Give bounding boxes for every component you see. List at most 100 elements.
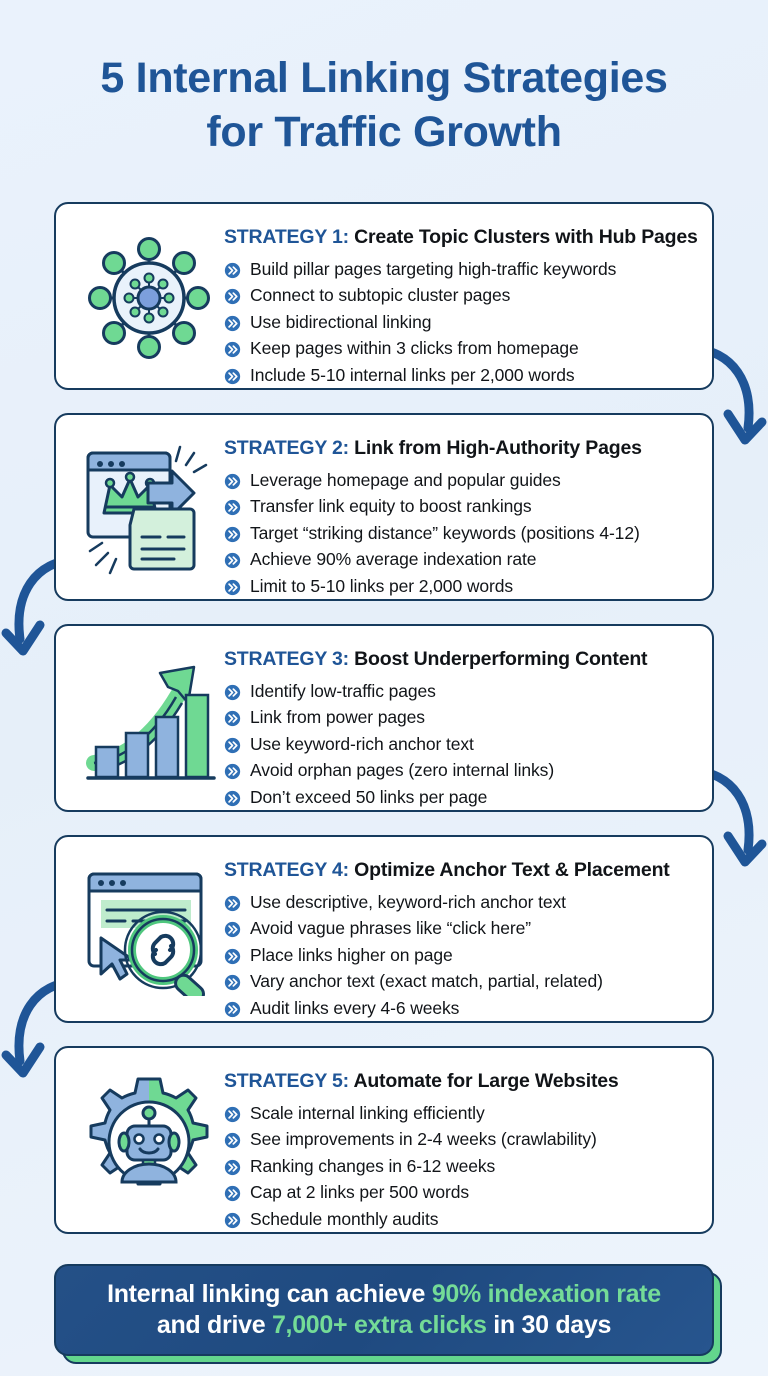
strategy-card-2-tag: STRATEGY 2:	[224, 437, 349, 459]
double-chevron-right-icon	[224, 948, 241, 965]
list-item-text: Include 5-10 internal links per 2,000 wo…	[250, 364, 575, 385]
summary-banner-highlight-2: 7,000+ extra clicks	[271, 1311, 487, 1339]
strategy-card-2-body: STRATEGY 2: Link from High-Authority Pag…	[224, 429, 696, 601]
strategy-card-5-body: STRATEGY 5: Automate for Large Websites …	[224, 1062, 696, 1234]
list-item-text: Use descriptive, keyword-rich anchor tex…	[250, 892, 566, 912]
list-item: Build pillar pages targeting high-traffi…	[224, 258, 698, 281]
strategy-card-2-title: Link from High-Authority Pages	[354, 437, 642, 459]
list-item-text: See improvements in 2-4 weeks (crawlabil…	[250, 1129, 597, 1150]
strategy-card-2[interactable]: STRATEGY 2: Link from High-Authority Pag…	[54, 413, 714, 601]
double-chevron-right-icon	[224, 526, 241, 543]
strategy-card-1-tag: STRATEGY 1:	[224, 226, 349, 248]
summary-banner-line-1-text: Internal linking can achieve	[107, 1279, 432, 1308]
list-item: Leverage homepage and popular guides	[224, 469, 696, 492]
double-chevron-right-icon	[224, 289, 241, 305]
double-chevron-right-icon	[224, 711, 241, 727]
list-item: Connect to subtopic cluster pages	[224, 284, 698, 307]
list-item: Avoid vague phrases like “click here”	[224, 917, 696, 940]
list-item-text: Place links higher on page	[250, 944, 453, 965]
list-item-text: Achieve 90% average indexation rate	[250, 549, 537, 570]
double-chevron-right-icon	[224, 342, 241, 358]
growth-bar-chart-icon	[74, 640, 224, 800]
list-item: Limit to 5-10 links per 2,000 words	[224, 575, 696, 598]
list-item-text: Keep pages within 3 clicks from homepage	[250, 338, 579, 359]
double-chevron-right-icon	[224, 473, 241, 490]
strategy-card-5[interactable]: STRATEGY 5: Automate for Large Websites …	[54, 1046, 714, 1234]
crown-browser-transfer-icon	[74, 429, 224, 589]
double-chevron-right-icon	[224, 553, 241, 569]
strategy-card-4[interactable]: STRATEGY 4: Optimize Anchor Text & Place…	[54, 835, 714, 1023]
list-item: Cap at 2 links per 500 words	[224, 1181, 696, 1204]
robot-gear-automation-icon	[74, 1062, 224, 1222]
strategy-card-3-title: Boost Underperforming Content	[354, 648, 648, 670]
list-item-text: Cap at 2 links per 500 words	[250, 1182, 469, 1203]
strategy-card-2-bullets: Leverage homepage and popular guides Tra…	[224, 469, 696, 598]
list-item: Use bidirectional linking	[224, 311, 698, 334]
list-item: See improvements in 2-4 weeks (crawlabil…	[224, 1128, 696, 1151]
summary-banner-highlight-1: 90% indexation rate	[431, 1279, 661, 1308]
double-chevron-right-icon	[224, 1133, 241, 1149]
list-item: Achieve 90% average indexation rate	[224, 548, 696, 571]
summary-banner-line-2-suffix: in 30 days	[486, 1311, 612, 1339]
strategy-card-1[interactable]: STRATEGY 1: Create Topic Clusters with H…	[54, 202, 714, 390]
double-chevron-right-icon	[224, 764, 241, 780]
list-item: Include 5-10 internal links per 2,000 wo…	[224, 364, 698, 387]
list-item-text: Build pillar pages targeting high-traffi…	[250, 259, 617, 279]
strategy-card-4-heading: STRATEGY 4: Optimize Anchor Text & Place…	[224, 859, 696, 882]
list-item-text: Transfer link equity to boost rankings	[250, 496, 532, 517]
double-chevron-right-icon	[224, 500, 241, 516]
list-item-text: Link from power pages	[250, 707, 425, 728]
double-chevron-right-icon	[224, 1212, 241, 1228]
strategy-card-1-heading: STRATEGY 1: Create Topic Clusters with H…	[224, 226, 698, 249]
list-item: Identify low-traffic pages	[224, 680, 696, 703]
magnifier-link-browser-icon	[74, 851, 224, 1011]
list-item-text: Use keyword-rich anchor text	[250, 733, 474, 754]
list-item-text: Identify low-traffic pages	[250, 681, 436, 701]
strategy-card-3-heading: STRATEGY 3: Boost Underperforming Conten…	[224, 648, 696, 671]
double-chevron-right-icon	[224, 895, 241, 912]
list-item-text: Avoid orphan pages (zero internal links)	[250, 760, 555, 781]
double-chevron-right-icon	[224, 368, 241, 384]
strategy-card-4-title: Optimize Anchor Text & Placement	[354, 859, 670, 881]
summary-banner-text: Internal linking can achieve 90% indexat…	[107, 1279, 661, 1342]
summary-banner-line-2-text: and drive	[156, 1311, 272, 1339]
strategy-card-5-title: Automate for Large Websites	[353, 1070, 619, 1092]
list-item-text: Leverage homepage and popular guides	[250, 470, 561, 490]
list-item-text: Avoid vague phrases like “click here”	[250, 918, 531, 939]
strategy-card-5-heading: STRATEGY 5: Automate for Large Websites	[224, 1070, 696, 1093]
page-title: 5 Internal Linking Strategies for Traffi…	[0, 52, 768, 160]
strategy-card-3-body: STRATEGY 3: Boost Underperforming Conten…	[224, 640, 696, 812]
double-chevron-right-icon	[224, 1186, 241, 1202]
double-chevron-right-icon	[224, 790, 241, 806]
double-chevron-right-icon	[224, 1106, 241, 1123]
summary-banner: Internal linking can achieve 90% indexat…	[54, 1264, 714, 1356]
page-title-line-2: for Traffic Growth	[206, 107, 562, 156]
list-item: Vary anchor text (exact match, partial, …	[224, 970, 696, 993]
strategy-card-5-tag: STRATEGY 5:	[224, 1070, 349, 1092]
list-item: Avoid orphan pages (zero internal links)	[224, 759, 696, 782]
summary-banner-line-1: Internal linking can achieve 90% indexat…	[107, 1279, 661, 1310]
double-chevron-right-icon	[224, 1001, 241, 1017]
page-title-line-1: 5 Internal Linking Strategies	[100, 54, 668, 102]
strategy-card-1-title: Create Topic Clusters with Hub Pages	[354, 226, 698, 248]
strategy-card-5-bullets: Scale internal linking efficiently See i…	[224, 1102, 696, 1231]
list-item: Scale internal linking efficiently	[224, 1102, 696, 1125]
list-item: Target “striking distance” keywords (pos…	[224, 522, 696, 545]
double-chevron-right-icon	[224, 1159, 241, 1176]
double-chevron-right-icon	[224, 315, 241, 332]
strategy-card-4-body: STRATEGY 4: Optimize Anchor Text & Place…	[224, 851, 696, 1023]
double-chevron-right-icon	[224, 684, 241, 701]
list-item-text: Audit links every 4-6 weeks	[250, 997, 460, 1018]
list-item-text: Target “striking distance” keywords (pos…	[250, 522, 640, 543]
list-item-text: Use bidirectional linking	[250, 311, 432, 332]
list-item: Don’t exceed 50 links per page	[224, 786, 696, 809]
strategy-card-4-bullets: Use descriptive, keyword-rich anchor tex…	[224, 891, 696, 1020]
double-chevron-right-icon	[224, 975, 241, 991]
list-item: Use keyword-rich anchor text	[224, 733, 696, 756]
list-item: Audit links every 4-6 weeks	[224, 997, 696, 1020]
strategy-card-1-body: STRATEGY 1: Create Topic Clusters with H…	[224, 218, 698, 390]
list-item-text: Vary anchor text (exact match, partial, …	[250, 971, 603, 992]
double-chevron-right-icon	[224, 922, 241, 938]
strategy-card-3[interactable]: STRATEGY 3: Boost Underperforming Conten…	[54, 624, 714, 812]
strategy-card-1-bullets: Build pillar pages targeting high-traffi…	[224, 258, 698, 387]
